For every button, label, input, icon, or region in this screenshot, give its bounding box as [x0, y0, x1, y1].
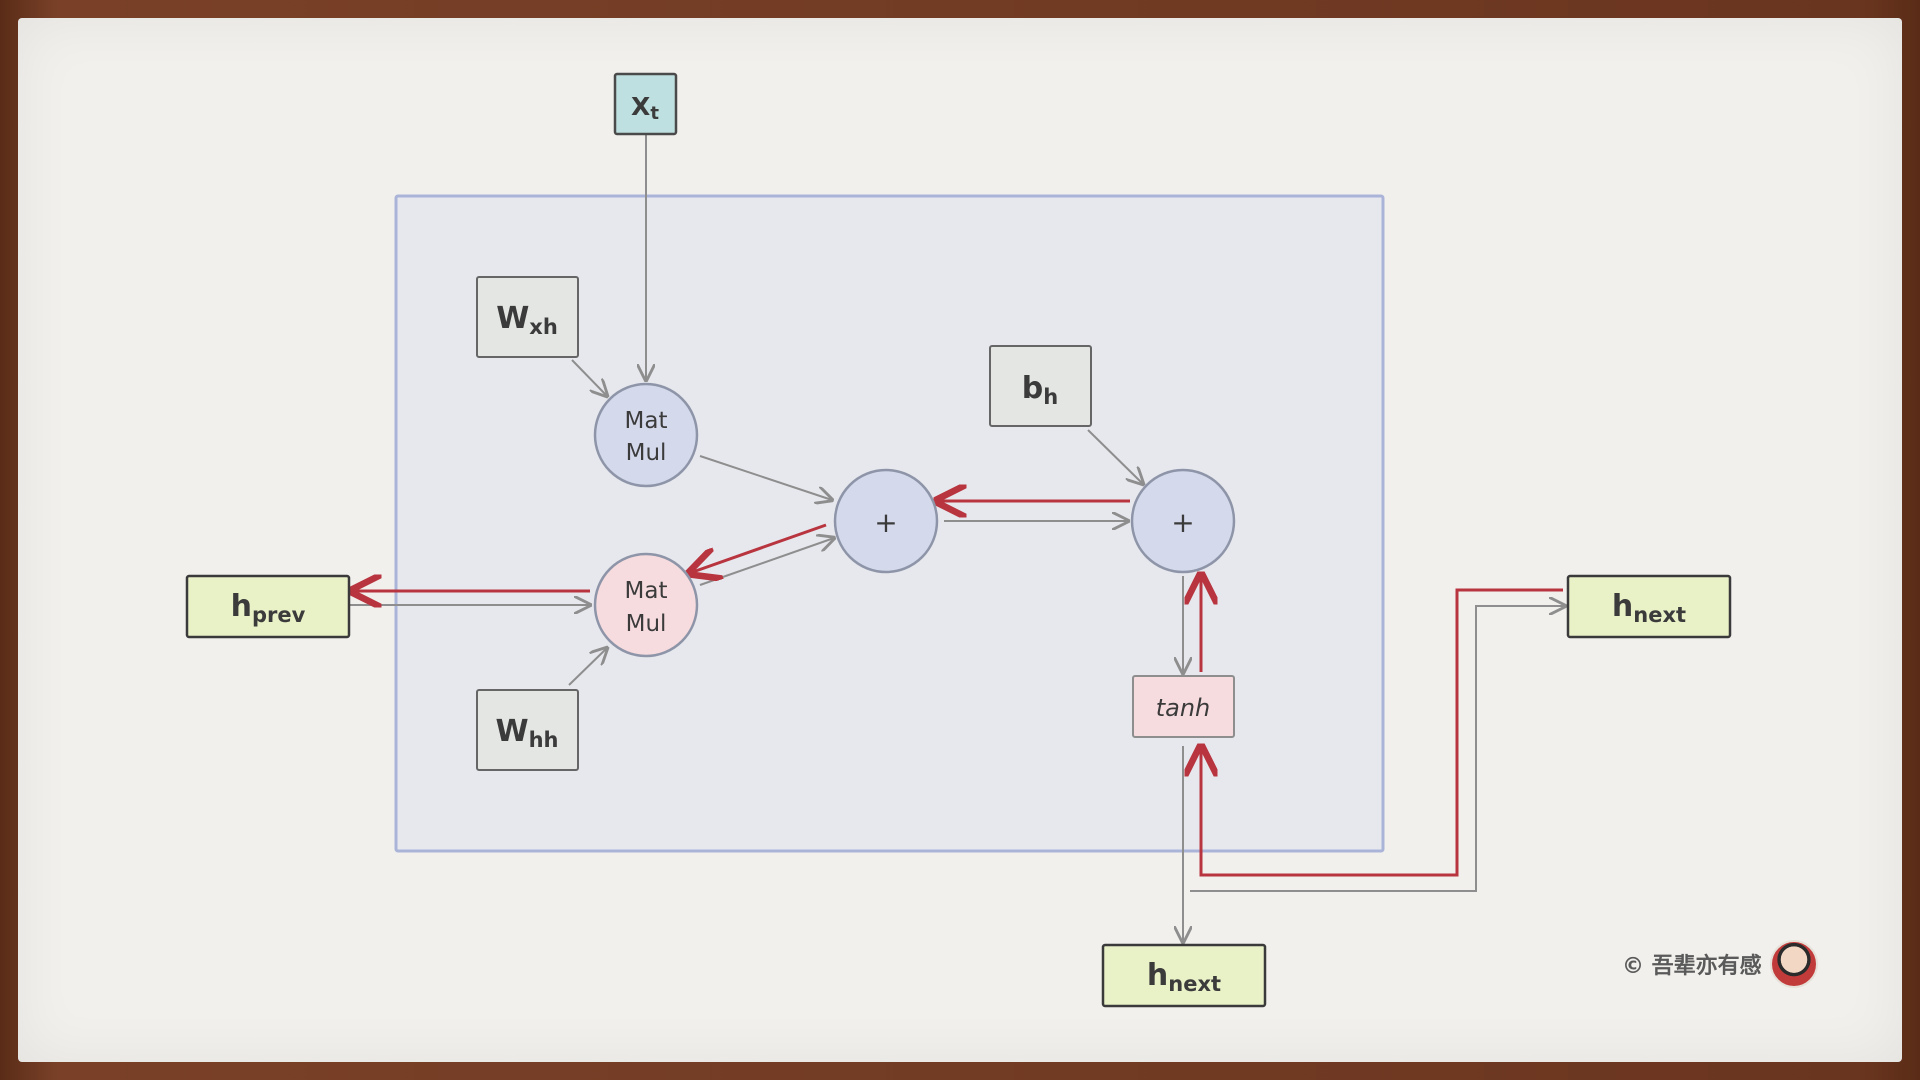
hidden-state-hnext-bottom: hnext [1101, 943, 1267, 1008]
forward-edges [349, 134, 1565, 942]
edge-matmul-top-to-add [699, 455, 832, 500]
tanh-node: tanh [1132, 675, 1235, 738]
svg-text:Xt: Xt [631, 92, 659, 124]
weight-wxh: Wxh [476, 276, 579, 358]
author-avatar [1769, 940, 1818, 988]
svg-text:hnext: hnext [1612, 589, 1686, 627]
edge-bh-to-add [1087, 429, 1143, 484]
hidden-state-hprev: hprev [185, 574, 351, 639]
add-node-right: + [1130, 468, 1236, 574]
matmul-node-bottom: Mat Mul [593, 552, 699, 658]
input-xt: Xt [613, 72, 678, 136]
svg-text:+: + [1171, 506, 1194, 539]
edge-whh-to-matmul [568, 648, 607, 686]
svg-text:bh: bh [1022, 371, 1058, 409]
grad-add-to-matmul [690, 523, 827, 573]
svg-text:Mul: Mul [626, 440, 667, 466]
svg-text:+: + [874, 506, 897, 539]
add-node-left: + [833, 468, 939, 574]
svg-text:Wxh: Wxh [496, 301, 558, 339]
backward-edges [352, 501, 1563, 877]
grad-hnext-to-tanh [1201, 588, 1563, 877]
weight-whh: Whh [476, 689, 579, 771]
svg-text:Mat: Mat [625, 408, 668, 434]
edge-wxh-to-matmul [571, 359, 607, 396]
matmul-node-top: Mat Mul [593, 382, 699, 488]
svg-text:Mul: Mul [626, 611, 667, 637]
svg-text:Whh: Whh [496, 714, 559, 752]
copyright-text: © 吾辈亦有感 [1622, 954, 1762, 979]
bias-bh: bh [989, 345, 1092, 427]
copyright-watermark: © 吾辈亦有感 [1622, 940, 1818, 988]
hidden-state-hnext-right: hnext [1566, 574, 1732, 639]
edge-tanh-to-hnext-right [1190, 606, 1565, 892]
svg-text:tanh: tanh [1156, 694, 1211, 722]
svg-text:hprev: hprev [231, 589, 306, 627]
svg-text:Mat: Mat [625, 578, 668, 604]
svg-text:hnext: hnext [1147, 958, 1221, 996]
